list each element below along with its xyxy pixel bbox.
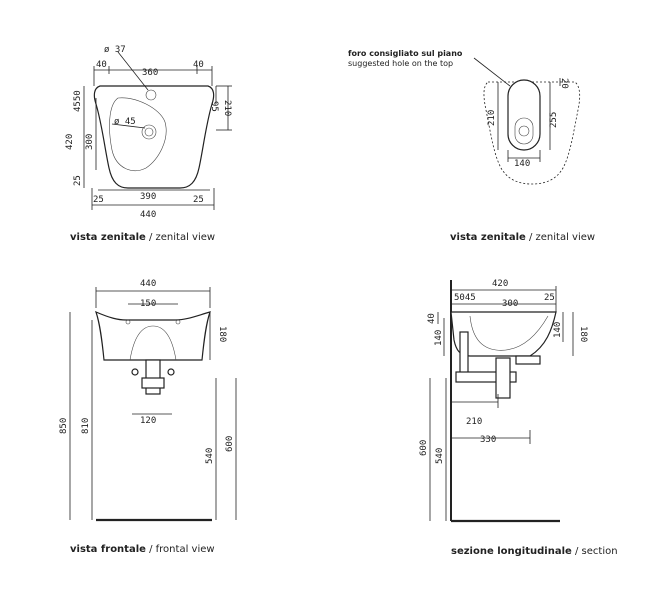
- dim-4550: 4550: [73, 90, 83, 112]
- basin-outline-dashed: [483, 81, 581, 185]
- bowl-inner-top: [109, 97, 167, 171]
- overflow-hole-left: [125, 319, 131, 325]
- caption-front: vista frontale / frontal view: [70, 544, 215, 555]
- siphon-section: [495, 357, 511, 399]
- basin-front: [95, 310, 211, 361]
- valve-left: [131, 368, 139, 376]
- dim-540: 540: [205, 448, 215, 464]
- dim-300: 300: [85, 134, 95, 150]
- dim-150: 150: [140, 299, 156, 309]
- dim-600: 600: [419, 440, 429, 456]
- note-hole-en: suggested hole on the top: [348, 59, 453, 68]
- dim-440: 440: [140, 279, 156, 289]
- caption-section: sezione longitudinale / section: [451, 546, 618, 557]
- section-view: 420 5045 300 25 40 140 140 180 210 330 6…: [419, 279, 618, 557]
- drain-pipe-horizontal: [455, 371, 517, 383]
- note-hole-it: foro consigliato sul piano: [348, 49, 463, 58]
- dim-25: 25: [544, 293, 555, 303]
- drain-outer: [141, 124, 157, 140]
- dim-d45: ø 45: [114, 117, 136, 127]
- siphon-body: [145, 359, 161, 395]
- overflow-hole-right: [175, 319, 181, 325]
- dim-120: 120: [140, 416, 156, 426]
- valve-right: [167, 368, 175, 376]
- dim-850: 850: [59, 418, 69, 434]
- dim-95: 95: [209, 101, 219, 112]
- caption-top-right: vista zenitale / zenital view: [450, 232, 595, 243]
- leader-d37: [117, 51, 149, 91]
- dim-40-right: 40: [193, 60, 204, 70]
- dim-180: 180: [217, 326, 227, 342]
- bowl-inner-section: [469, 315, 549, 351]
- caption-top-left: vista zenitale / zenital view: [70, 232, 215, 243]
- dim-25-left: 25: [93, 195, 104, 205]
- dim-420: 420: [65, 134, 75, 150]
- dim-255: 255: [549, 112, 559, 128]
- dim-210: 210: [487, 110, 497, 126]
- dim-140: 140: [514, 159, 530, 169]
- dim-810: 810: [81, 418, 91, 434]
- dim-300: 300: [502, 299, 518, 309]
- dim-210: 210: [222, 100, 232, 116]
- dim-25-right: 25: [193, 195, 204, 205]
- dim-210: 210: [466, 417, 482, 427]
- dim-140-right: 140: [553, 322, 563, 338]
- top-view-right: foro consigliato sul piano suggested hol…: [348, 49, 595, 243]
- dim-d37: ø 37: [104, 45, 126, 55]
- dim-25-vertical: 25: [73, 175, 83, 186]
- dim-540: 540: [435, 448, 445, 464]
- drain-pipe-vertical: [459, 331, 469, 377]
- dim-140-left: 140: [434, 330, 444, 346]
- dim-600: 600: [225, 436, 235, 452]
- front-view: 440 150 180 120 850 810 540 600 vista fr…: [59, 279, 237, 555]
- leader-hole-note: [473, 57, 511, 87]
- dim-360: 360: [142, 68, 158, 78]
- dim-390: 390: [140, 192, 156, 202]
- dim-330: 330: [480, 435, 496, 445]
- tap-hole: [145, 89, 157, 101]
- bowl-arch-front: [129, 325, 177, 361]
- dim-40: 40: [427, 313, 437, 324]
- leader-d45: [111, 123, 146, 129]
- basin-section: [450, 311, 557, 357]
- dim-5045: 5045: [454, 293, 476, 303]
- dim-420: 420: [492, 279, 508, 289]
- dim-180: 180: [578, 326, 588, 342]
- drain-slot: [514, 117, 534, 145]
- siphon-nut: [141, 377, 165, 389]
- suggested-hole: [507, 79, 541, 151]
- dim-440: 440: [140, 210, 156, 220]
- dim-20: 20: [559, 78, 569, 89]
- drain-inner: [144, 127, 154, 137]
- support-bracket: [515, 355, 541, 365]
- dim-40-left: 40: [96, 60, 107, 70]
- top-view-left: ø 37 40 360 40 ø 45 390 25 25 440 4550 4…: [65, 45, 232, 243]
- drain-ring: [518, 125, 530, 137]
